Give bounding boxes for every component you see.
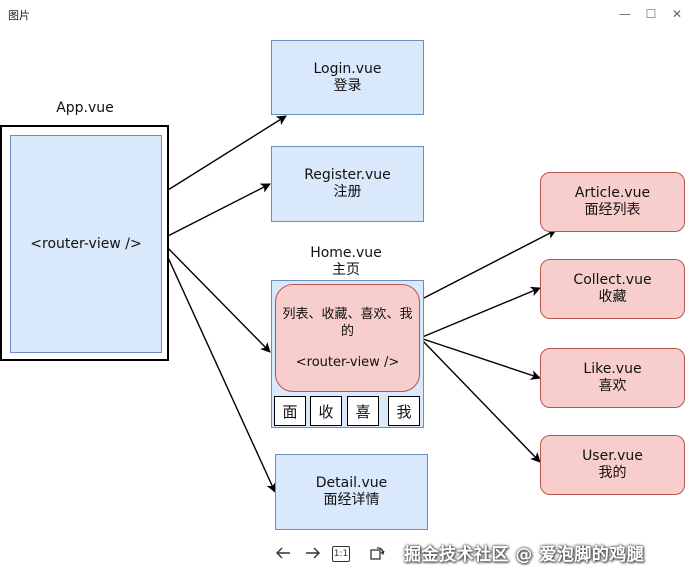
- tab-wo[interactable]: 我: [388, 396, 420, 426]
- detail-name: Detail.vue: [315, 475, 388, 491]
- home-title: Home.vue 主页: [296, 245, 396, 279]
- register-box: Register.vue 注册: [271, 146, 424, 222]
- diagram-arrows: [159, 115, 557, 493]
- tab-shou[interactable]: 收: [310, 396, 342, 426]
- like-name: Like.vue: [583, 361, 642, 377]
- window-titlebar: 图片 — ☐ ✕: [0, 0, 692, 30]
- arrow-app-login: [159, 115, 287, 196]
- user-sub: 我的: [598, 465, 627, 481]
- article-name: Article.vue: [574, 185, 651, 201]
- maximize-button[interactable]: ☐: [645, 7, 657, 21]
- home-inner-router: 列表、收藏、喜欢、我的 <router-view />: [275, 284, 420, 392]
- user-box: User.vue 我的: [540, 435, 685, 495]
- arrow-app-register: [159, 183, 271, 241]
- home-inner-text: 列表、收藏、喜欢、我的: [282, 306, 413, 339]
- arrow-right-icon[interactable]: [300, 540, 326, 566]
- app-frame: <router-view />: [0, 125, 169, 361]
- arrow-home-like: [419, 337, 541, 380]
- tab-xi[interactable]: 喜: [347, 396, 379, 426]
- rotate-icon[interactable]: [364, 540, 390, 566]
- close-button[interactable]: ✕: [671, 7, 683, 21]
- viewer-toolbar: 1:1: [260, 540, 400, 570]
- arrow-home-user: [419, 337, 541, 463]
- app-router-view-label: <router-view />: [30, 235, 142, 252]
- collect-sub: 收藏: [598, 289, 627, 305]
- detail-sub: 面经详情: [323, 492, 380, 508]
- watermark: 掘金技术社区 @ 爱泡脚的鸡腿: [404, 545, 645, 565]
- detail-box: Detail.vue 面经详情: [275, 454, 428, 530]
- arrow-home-article: [419, 229, 557, 301]
- like-sub: 喜欢: [598, 378, 627, 394]
- arrow-app-home: [159, 239, 271, 353]
- register-name: Register.vue: [304, 167, 391, 183]
- minimize-button[interactable]: —: [619, 7, 631, 21]
- user-name: User.vue: [582, 448, 643, 464]
- login-box: Login.vue 登录: [271, 40, 424, 115]
- window-title: 图片: [8, 9, 30, 22]
- tab-mian[interactable]: 面: [274, 396, 306, 426]
- arrow-home-collect: [419, 286, 541, 339]
- article-sub: 面经列表: [584, 202, 641, 218]
- diagram-canvas: App.vue <router-view /> Login.vue 登录 Reg…: [0, 30, 692, 535]
- app-router-view: <router-view />: [10, 135, 162, 353]
- login-name: Login.vue: [313, 60, 382, 77]
- login-sub: 登录: [333, 77, 362, 94]
- collect-name: Collect.vue: [573, 272, 652, 288]
- home-inner-router-label: <router-view />: [295, 354, 400, 370]
- arrow-left-icon[interactable]: [270, 540, 296, 566]
- collect-box: Collect.vue 收藏: [540, 259, 685, 319]
- home-name: Home.vue: [310, 245, 382, 261]
- like-box: Like.vue 喜欢: [540, 348, 685, 408]
- app-title: App.vue: [56, 100, 114, 116]
- register-sub: 注册: [333, 184, 362, 200]
- article-box: Article.vue 面经列表: [540, 172, 685, 232]
- arrow-app-detail: [159, 239, 276, 493]
- actual-size-button[interactable]: 1:1: [332, 546, 350, 562]
- home-sub: 主页: [332, 262, 360, 278]
